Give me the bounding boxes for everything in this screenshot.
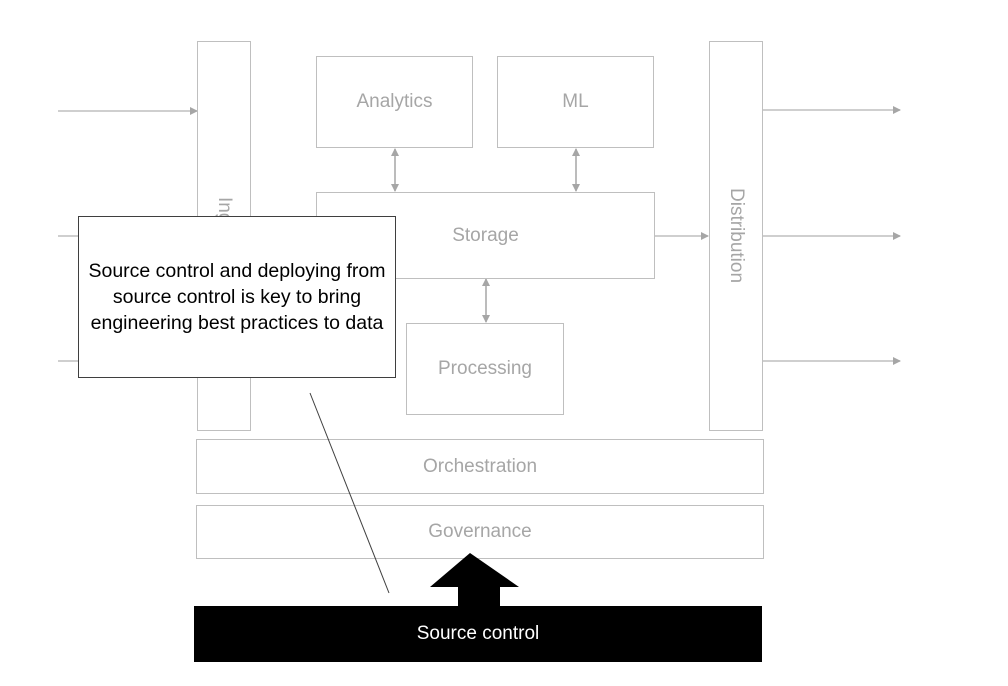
callout-text: Source control and deploying from source… — [88, 260, 386, 334]
orchestration-box: Orchestration — [196, 439, 764, 494]
storage-label: Storage — [452, 224, 519, 246]
processing-box: Processing — [406, 323, 564, 415]
ml-box: ML — [497, 56, 654, 148]
orchestration-label: Orchestration — [422, 455, 538, 477]
processing-label: Processing — [438, 358, 532, 379]
analytics-box: Analytics — [316, 56, 473, 148]
source-control-label: Source control — [416, 623, 540, 644]
distribution-box: Distribution — [709, 41, 763, 431]
callout-box: Source control and deploying from source… — [78, 216, 396, 378]
source-control-bar: Source control — [194, 606, 762, 662]
ml-label: ML — [562, 91, 589, 112]
analytics-label: Analytics — [356, 91, 433, 112]
governance-box: Governance — [196, 505, 764, 559]
distribution-label: Distribution — [726, 188, 747, 284]
governance-label: Governance — [428, 521, 532, 542]
